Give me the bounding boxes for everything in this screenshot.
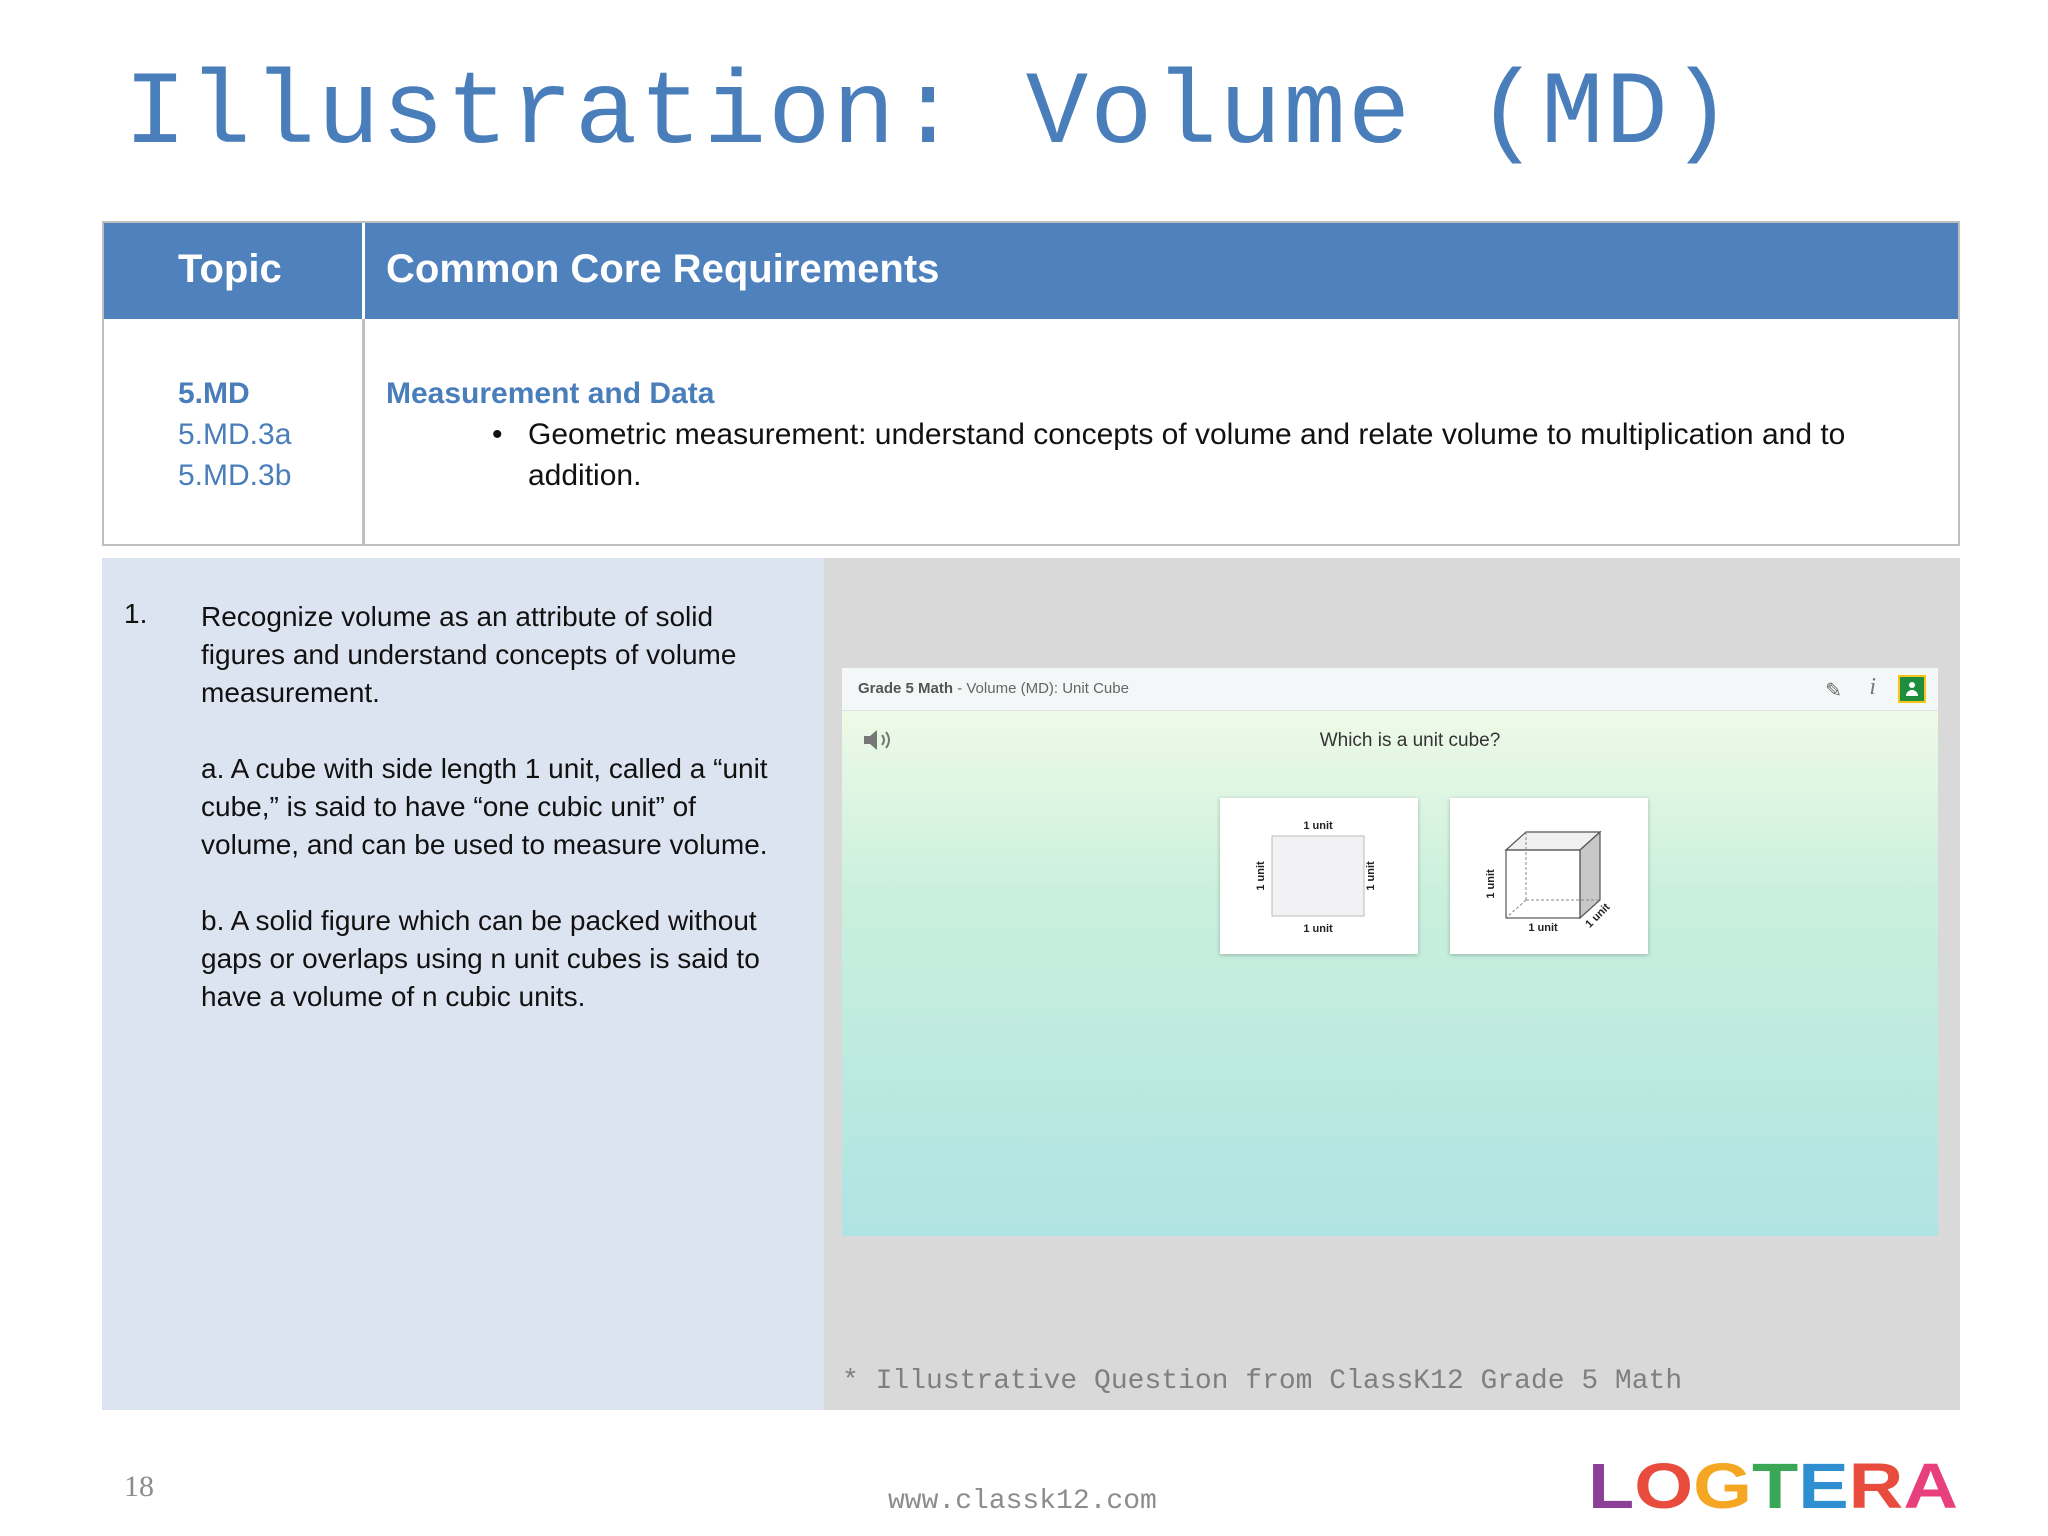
pencil-icon[interactable]: ✎ (1825, 680, 1842, 702)
standard-panel: 1. Recognize volume as an attribute of s… (102, 558, 824, 1410)
topic-codes: 5.MD 5.MD.3a 5.MD.3b (178, 373, 291, 496)
square-right-label: 1 unit (1365, 861, 1377, 891)
standard-number: 1. (124, 598, 148, 629)
illustration-panel: Grade 5 Math - Volume (MD): Unit Cube ✎ … (824, 558, 1960, 1410)
answer-choice-square[interactable]: 1 unit 1 unit 1 unit 1 unit (1220, 798, 1418, 954)
requirement-text: Geometric measurement: understand concep… (528, 418, 1846, 492)
bullet-icon: • (492, 418, 503, 451)
requirements-table: Topic Common Core Requirements 5.MD 5.MD… (102, 221, 1960, 546)
question-screenshot: Grade 5 Math - Volume (MD): Unit Cube ✎ … (842, 668, 1938, 1236)
header-requirements: Common Core Requirements (386, 247, 940, 291)
standard-part-a: a. A cube with side length 1 unit, calle… (201, 753, 768, 860)
question-text: Which is a unit cube? (1319, 730, 1501, 751)
topic-code: 5.MD (178, 377, 250, 410)
cube-left-label: 1 unit (1485, 869, 1497, 899)
footer-url: www.classk12.com (888, 1486, 1157, 1517)
speaker-icon[interactable] (862, 728, 896, 752)
square-left-label: 1 unit (1255, 861, 1267, 891)
requirement-bullet: • Geometric measurement: understand conc… (386, 414, 1946, 496)
info-icon[interactable]: i (1869, 674, 1876, 700)
square-top-label: 1 unit (1303, 820, 1333, 832)
breadcrumb-lesson: Volume (MD): Unit Cube (966, 680, 1129, 697)
cube-figure: 1 unit 1 unit 1 unit (1485, 830, 1613, 934)
topic-code: 5.MD.3a (178, 418, 292, 451)
requirement-cell: Measurement and Data • Geometric measure… (386, 373, 1946, 496)
requirement-heading: Measurement and Data (386, 377, 715, 410)
breadcrumb-course[interactable]: Grade 5 Math (858, 680, 954, 697)
cube-bottom-label: 1 unit (1528, 922, 1558, 934)
topic-code: 5.MD.3b (178, 459, 292, 492)
page-number: 18 (124, 1470, 154, 1503)
header-topic: Topic (178, 247, 282, 291)
classroom-icon[interactable] (1898, 675, 1926, 703)
table-header: Topic Common Core Requirements (104, 223, 1958, 319)
source-note: * Illustrative Question from ClassK12 Gr… (842, 1366, 1683, 1397)
slide-title: Illustration: Volume (MD) (124, 56, 1735, 174)
app-header: Grade 5 Math - Volume (MD): Unit Cube ✎ … (842, 668, 1938, 711)
square-bottom-label: 1 unit (1303, 923, 1333, 935)
header-divider (362, 223, 365, 319)
square-figure: 1 unit 1 unit 1 unit 1 unit (1255, 820, 1377, 935)
breadcrumb: Grade 5 Math - Volume (MD): Unit Cube (858, 680, 1129, 697)
breadcrumb-separator: - (953, 680, 967, 697)
answer-choice-cube[interactable]: 1 unit 1 unit 1 unit (1450, 798, 1648, 954)
column-divider (362, 223, 365, 544)
standard-text: Recognize volume as an attribute of soli… (201, 598, 801, 1054)
standard-part-b: b. A solid figure which can be packed wi… (201, 905, 760, 1012)
standard-statement: Recognize volume as an attribute of soli… (201, 601, 737, 708)
